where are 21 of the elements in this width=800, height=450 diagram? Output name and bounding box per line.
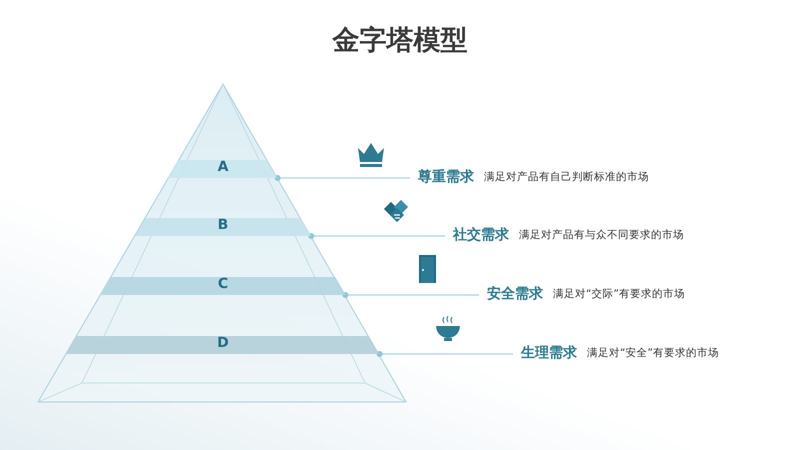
level-letter: B — [218, 217, 228, 233]
need-heading: 安全需求 — [487, 285, 543, 303]
leader-line — [274, 175, 410, 181]
title: 金字塔模型 — [331, 24, 468, 58]
need-description: 满足对产品有与众不同要求的市场 — [519, 228, 684, 242]
pyramid-band — [100, 277, 346, 295]
level-letter: D — [217, 335, 229, 351]
leader-line — [342, 292, 480, 298]
need-heading: 尊重需求 — [418, 168, 474, 186]
need-description: 满足对“安全”有要求的市场 — [587, 346, 719, 360]
leader-line — [376, 351, 514, 357]
need-heading: 社交需求 — [453, 226, 509, 244]
need-description: 满足对产品有自己判断标准的市场 — [484, 170, 649, 184]
need-heading: 生理需求 — [521, 344, 577, 362]
pyramid-band — [134, 218, 312, 236]
need-description: 满足对“交际”有要求的市场 — [553, 287, 685, 301]
pyramid-band — [168, 160, 278, 178]
pyramid-band — [66, 336, 380, 354]
level-letter: C — [218, 276, 228, 292]
leader-line — [308, 233, 446, 239]
level-letter: A — [218, 159, 228, 175]
